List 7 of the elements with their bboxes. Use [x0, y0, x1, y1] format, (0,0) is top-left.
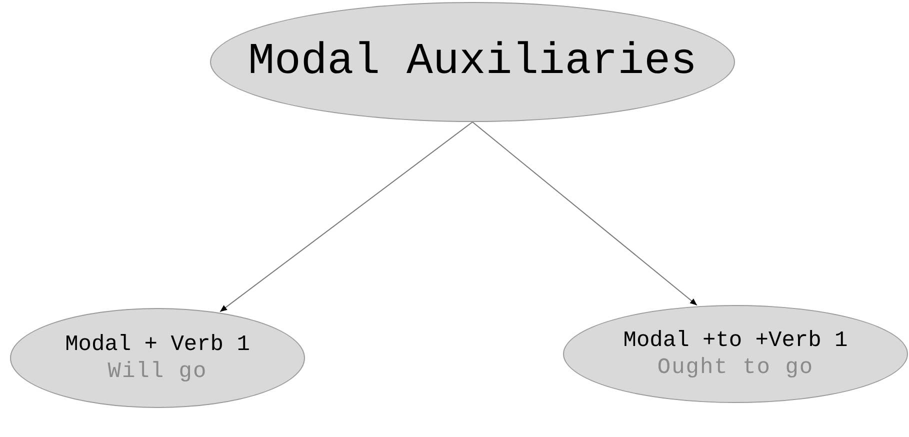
arrow — [472, 122, 698, 306]
node-label: Modal +to +Verb 1 — [623, 326, 848, 354]
example-text: Will go — [108, 358, 208, 386]
arrow — [220, 122, 473, 312]
example-text: Ought to go — [657, 354, 814, 382]
node-label: Modal Auxiliaries — [248, 36, 697, 88]
node-label: Modal + Verb 1 — [65, 330, 250, 358]
